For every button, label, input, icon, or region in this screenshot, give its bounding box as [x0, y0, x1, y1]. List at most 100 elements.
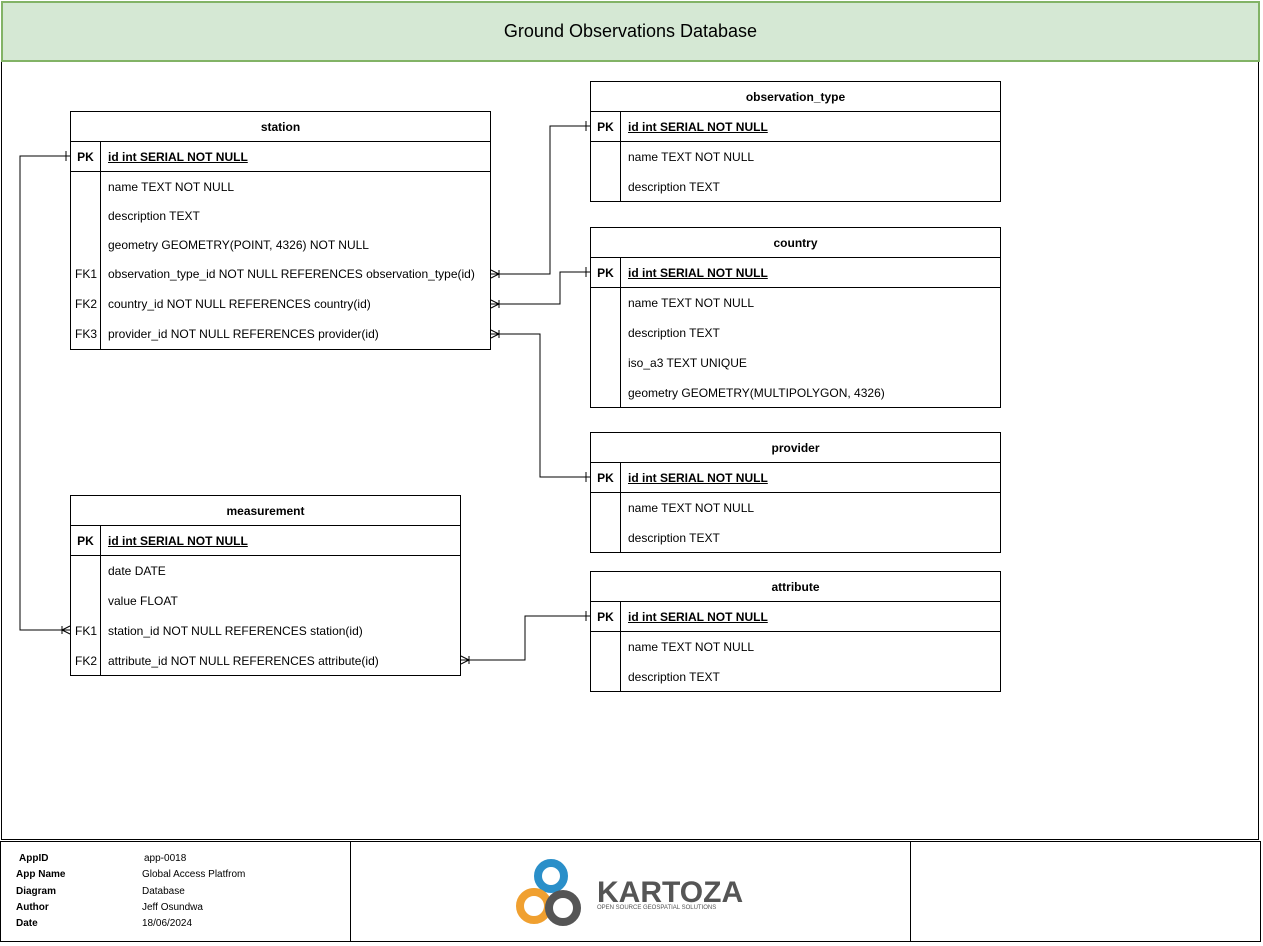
kartoza-logo-mark-icon [516, 859, 581, 926]
key-column [71, 172, 101, 349]
field-row[interactable]: description TEXT [591, 523, 1000, 553]
field-text: attribute_id NOT NULL REFERENCES attribu… [108, 654, 379, 668]
field-row[interactable]: name TEXT NOT NULL [71, 172, 490, 201]
table-attribute[interactable]: attribute PK id int SERIAL NOT NULL name… [590, 571, 1001, 692]
meta-value: 18/06/2024 [142, 918, 193, 929]
field-key: FK2 [74, 654, 97, 668]
field-list: name TEXT NOT NULL description TEXT geom… [71, 172, 490, 349]
pk-field: id int SERIAL NOT NULL [628, 609, 768, 624]
pk-field: id int SERIAL NOT NULL [628, 470, 768, 485]
table-title: measurement [71, 496, 460, 526]
table-title: country [591, 228, 1000, 258]
field-key: FK3 [74, 327, 97, 341]
field-text: name TEXT NOT NULL [108, 179, 235, 194]
pk-row[interactable]: PK id int SERIAL NOT NULL [71, 526, 460, 556]
key-column [591, 632, 621, 692]
key-column [591, 493, 621, 553]
field-row[interactable]: description TEXT [591, 172, 1000, 202]
pk-label: PK [591, 112, 621, 141]
field-text: name TEXT NOT NULL [628, 640, 755, 654]
field-key [591, 523, 621, 553]
field-text: observation_type_id NOT NULL REFERENCES … [108, 267, 475, 281]
field-key [71, 201, 101, 230]
field-row[interactable]: description TEXT [591, 318, 1000, 348]
field-key [71, 586, 101, 616]
field-text: name TEXT NOT NULL [628, 501, 755, 515]
pk-field: id int SERIAL NOT NULL [108, 533, 248, 548]
pk-label: PK [591, 602, 621, 631]
pk-row[interactable]: PK id int SERIAL NOT NULL [591, 112, 1000, 142]
pk-row[interactable]: PK id int SERIAL NOT NULL [591, 602, 1000, 632]
logo-wordmark: KARTOZA [597, 876, 743, 909]
field-text: description TEXT [108, 208, 200, 223]
key-column [591, 288, 621, 408]
field-key [591, 348, 621, 378]
field-text: date DATE [108, 564, 166, 578]
field-key [591, 142, 621, 172]
field-text: description TEXT [628, 531, 720, 545]
table-country[interactable]: country PK id int SERIAL NOT NULL name T… [590, 227, 1001, 408]
key-column [591, 142, 621, 202]
field-row[interactable]: value FLOAT [71, 586, 460, 616]
field-list: name TEXT NOT NULL description TEXT [591, 142, 1000, 202]
meta-value: Database [142, 886, 185, 897]
meta-value: Global Access Platfrom [142, 869, 246, 880]
footer-meta-cell: AppID app-0018 App Name Global Access Pl… [1, 842, 351, 941]
table-observation-type[interactable]: observation_type PK id int SERIAL NOT NU… [590, 81, 1001, 202]
pk-row[interactable]: PK id int SERIAL NOT NULL [591, 258, 1000, 288]
kartoza-logo: KARTOZA OPEN SOURCE GEOSPATIAL SOLUTIONS [516, 859, 743, 926]
table-measurement[interactable]: measurement PK id int SERIAL NOT NULL da… [70, 495, 461, 676]
logo-tagline: OPEN SOURCE GEOSPATIAL SOLUTIONS [597, 905, 716, 911]
table-provider[interactable]: provider PK id int SERIAL NOT NULL name … [590, 432, 1001, 553]
table-title: attribute [591, 572, 1000, 602]
field-text: name TEXT NOT NULL [628, 150, 755, 164]
field-row[interactable]: description TEXT [591, 662, 1000, 692]
field-key [71, 172, 101, 201]
field-key [591, 662, 621, 692]
field-key [591, 632, 621, 662]
meta-label: Diagram [16, 886, 57, 897]
field-row[interactable]: date DATE [71, 556, 460, 586]
pk-field: id int SERIAL NOT NULL [628, 265, 768, 280]
table-title: station [71, 112, 490, 142]
key-column [71, 556, 101, 676]
field-key [591, 493, 621, 523]
meta-label: Author [16, 902, 49, 913]
diagram-title-bar: Ground Observations Database [1, 1, 1260, 62]
field-key [591, 288, 621, 318]
field-row[interactable]: name TEXT NOT NULL [591, 288, 1000, 318]
field-list: name TEXT NOT NULL description TEXT [591, 632, 1000, 692]
field-list: name TEXT NOT NULL description TEXT [591, 493, 1000, 553]
field-key [591, 318, 621, 348]
field-key [591, 378, 621, 408]
field-row[interactable]: name TEXT NOT NULL [591, 493, 1000, 523]
field-text: description TEXT [628, 180, 720, 194]
field-row[interactable]: geometry GEOMETRY(POINT, 4326) NOT NULL [71, 230, 490, 259]
field-row[interactable]: iso_a3 TEXT UNIQUE [591, 348, 1000, 378]
field-row[interactable]: FK2 attribute_id NOT NULL REFERENCES attr… [71, 646, 460, 676]
meta-label: Date [16, 918, 38, 929]
pk-row[interactable]: PK id int SERIAL NOT NULL [591, 463, 1000, 493]
field-text: value FLOAT [108, 594, 178, 608]
field-text: station_id NOT NULL REFERENCES station(i… [108, 624, 363, 638]
field-text: iso_a3 TEXT UNIQUE [628, 356, 747, 370]
footer-logo-cell: KARTOZA OPEN SOURCE GEOSPATIAL SOLUTIONS [351, 842, 911, 941]
pk-row[interactable]: PK id int SERIAL NOT NULL [71, 142, 490, 172]
field-row[interactable]: name TEXT NOT NULL [591, 632, 1000, 662]
pk-field: id int SERIAL NOT NULL [108, 149, 248, 164]
table-station[interactable]: station PK id int SERIAL NOT NULL name T… [70, 111, 491, 350]
field-key [71, 556, 101, 586]
diagram-footer: AppID app-0018 App Name Global Access Pl… [0, 841, 1261, 942]
field-row[interactable]: name TEXT NOT NULL [591, 142, 1000, 172]
field-list: name TEXT NOT NULL description TEXT iso_… [591, 288, 1000, 408]
field-text: description TEXT [628, 326, 720, 340]
field-row[interactable]: geometry GEOMETRY(MULTIPOLYGON, 4326) [591, 378, 1000, 408]
field-row[interactable]: FK1 observation_type_id NOT NULL REFERENC… [71, 259, 490, 289]
meta-label: App Name [16, 869, 66, 880]
field-key: FK1 [74, 267, 97, 281]
field-row[interactable]: description TEXT [71, 201, 490, 230]
